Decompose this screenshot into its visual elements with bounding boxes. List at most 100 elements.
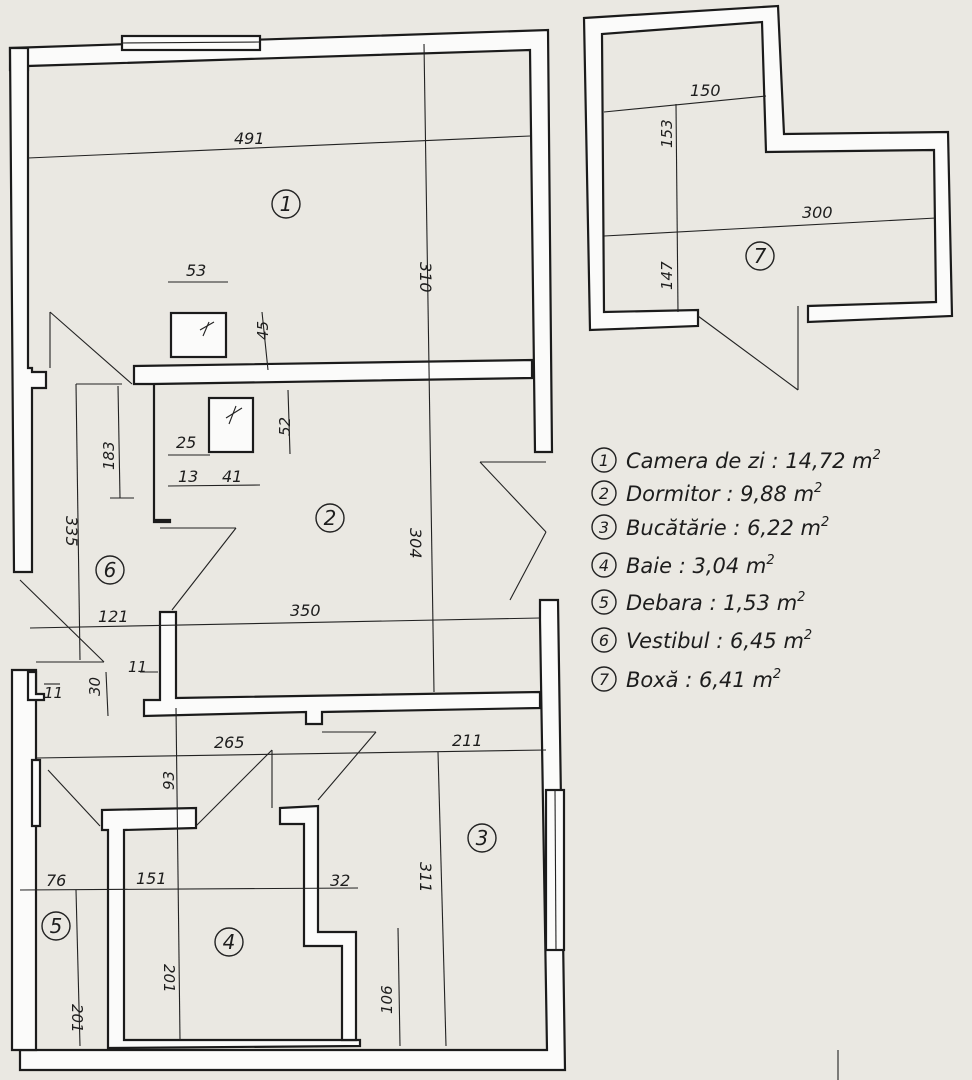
legend-area: 3,04 [692,554,739,578]
legend-room-name: Vestibul [626,629,710,653]
room-7-number: 7 [754,244,767,268]
dim-201-a: 201 [68,1004,86,1033]
dim-310: 310 [416,262,435,293]
dim-11-a: 11 [128,658,147,676]
legend-room-name: Baie [626,554,672,578]
legend-unit: m [852,449,872,473]
svg-text:Debara : 1,53 m2: Debara : 1,53 m2 [626,590,805,615]
legend-room-name: Debara [626,591,703,615]
svg-text:Vestibul : 6,45 m2: Vestibul : 6,45 m2 [626,628,812,653]
legend-number: 6 [599,631,609,650]
wall-bath-east [278,804,358,1042]
door-swings [19,311,547,827]
legend-number: 2 [599,484,609,503]
wall-bedroom-east [18,598,567,1072]
svg-text:Bucătărie : 6,22 m2: Bucătărie : 6,22 m2 [626,515,829,540]
dim-300: 300 [802,203,833,222]
wall-living-west [8,46,48,574]
dim-93: 93 [160,771,178,790]
window-line [121,41,261,44]
legend-unit: m [777,591,797,615]
dim-151: 151 [136,869,167,888]
wall-pantry-west [10,668,38,1052]
svg-text:Dormitor : 9,88 m2: Dormitor : 9,88 m2 [626,481,822,506]
wall-bath [100,806,362,1050]
wall-living-bedroom [132,358,534,524]
room-4-number: 4 [223,930,236,954]
dim-153: 153 [658,119,676,148]
dim-30: 30 [86,677,104,696]
wall-living-north [8,28,554,454]
dim-53: 53 [186,261,206,280]
dim-491: 491 [234,129,265,148]
dim-350: 350 [290,601,321,620]
room-numbers: 1 2 3 4 5 6 7 [41,189,775,957]
svg-text:Baie : 3,04 m2: Baie : 3,04 m2 [626,553,775,578]
dim-76: 76 [46,871,66,890]
room-5-number: 5 [50,914,63,938]
legend-area: 6,22 [747,516,794,540]
legend-row: 7 Boxă : 6,41 m2 [591,666,781,692]
legend-room-name: Camera de zi [626,449,765,473]
legend-room-name: Boxă [626,668,679,692]
room-2-number: 2 [324,506,337,530]
dim-147: 147 [658,261,676,290]
legend-number: 4 [599,556,609,575]
chimney-2 [207,396,255,454]
dim-304: 304 [406,528,425,559]
dim-11-b: 11 [44,684,63,702]
box-room [582,4,954,391]
legend-unit: m [783,629,803,653]
legend-row: 4 Baie : 3,04 m2 [591,552,775,578]
legend-area: 9,88 [740,482,787,506]
dim-183: 183 [100,441,118,470]
legend-room-name: Bucătărie [626,516,727,540]
dim-211: 211 [452,731,483,750]
room-1-number: 1 [280,192,293,216]
legend-number: 1 [599,451,609,470]
legend-area: 1,53 [723,591,770,615]
legend-row: 2 Dormitor : 9,88 m2 [591,480,822,506]
legend-unit: m [801,516,821,540]
legend-area: 6,45 [730,629,777,653]
dim-311: 311 [416,862,435,893]
wall-pantry-east [30,758,42,828]
legend-number: 3 [599,518,609,537]
legend-unit-sup: 2 [814,481,822,496]
dimension-lines [19,43,547,1047]
dim-52: 52 [276,417,294,436]
legend-unit-sup: 2 [773,667,781,682]
legend-unit-sup: 2 [873,448,881,463]
legend-row: 5 Debara : 1,53 m2 [591,589,805,615]
legend-unit: m [746,554,766,578]
svg-text:Camera de zi : 14,72 m2: Camera de zi : 14,72 m2 [626,448,881,473]
dimension-labels: 491 310 53 45 52 41 25 13 183 335 121 35… [44,81,833,1033]
wall-pantry-top [26,670,46,702]
dim-335: 335 [62,516,81,547]
dim-150: 150 [690,81,721,100]
dim-25: 25 [176,433,196,452]
dim-106: 106 [378,985,396,1014]
legend-unit: m [752,668,772,692]
legend-row: 3 Bucătărie : 6,22 m2 [591,514,829,540]
svg-text:Boxă : 6,41 m2: Boxă : 6,41 m2 [626,667,781,692]
legend-area: 6,41 [699,668,746,692]
dim-13: 13 [178,467,198,486]
wall-bedroom-south [142,610,542,726]
legend-area: 14,72 [785,449,845,473]
area-legend: 1 Camera de zi : 14,72 m2 2 Dormitor : 9… [591,447,881,692]
legend-unit-sup: 2 [797,590,805,605]
room-6-number: 6 [104,558,117,582]
dim-265: 265 [214,733,245,752]
legend-unit-sup: 2 [804,628,812,643]
legend-unit-sup: 2 [766,553,774,568]
legend-row: 1 Camera de zi : 14,72 m2 [591,447,881,473]
dim-121: 121 [98,607,129,626]
legend-room-name: Dormitor [626,482,721,506]
legend-number: 7 [599,670,610,689]
dim-45: 45 [254,321,272,340]
walls [8,28,567,1072]
chimney-1 [169,311,228,359]
